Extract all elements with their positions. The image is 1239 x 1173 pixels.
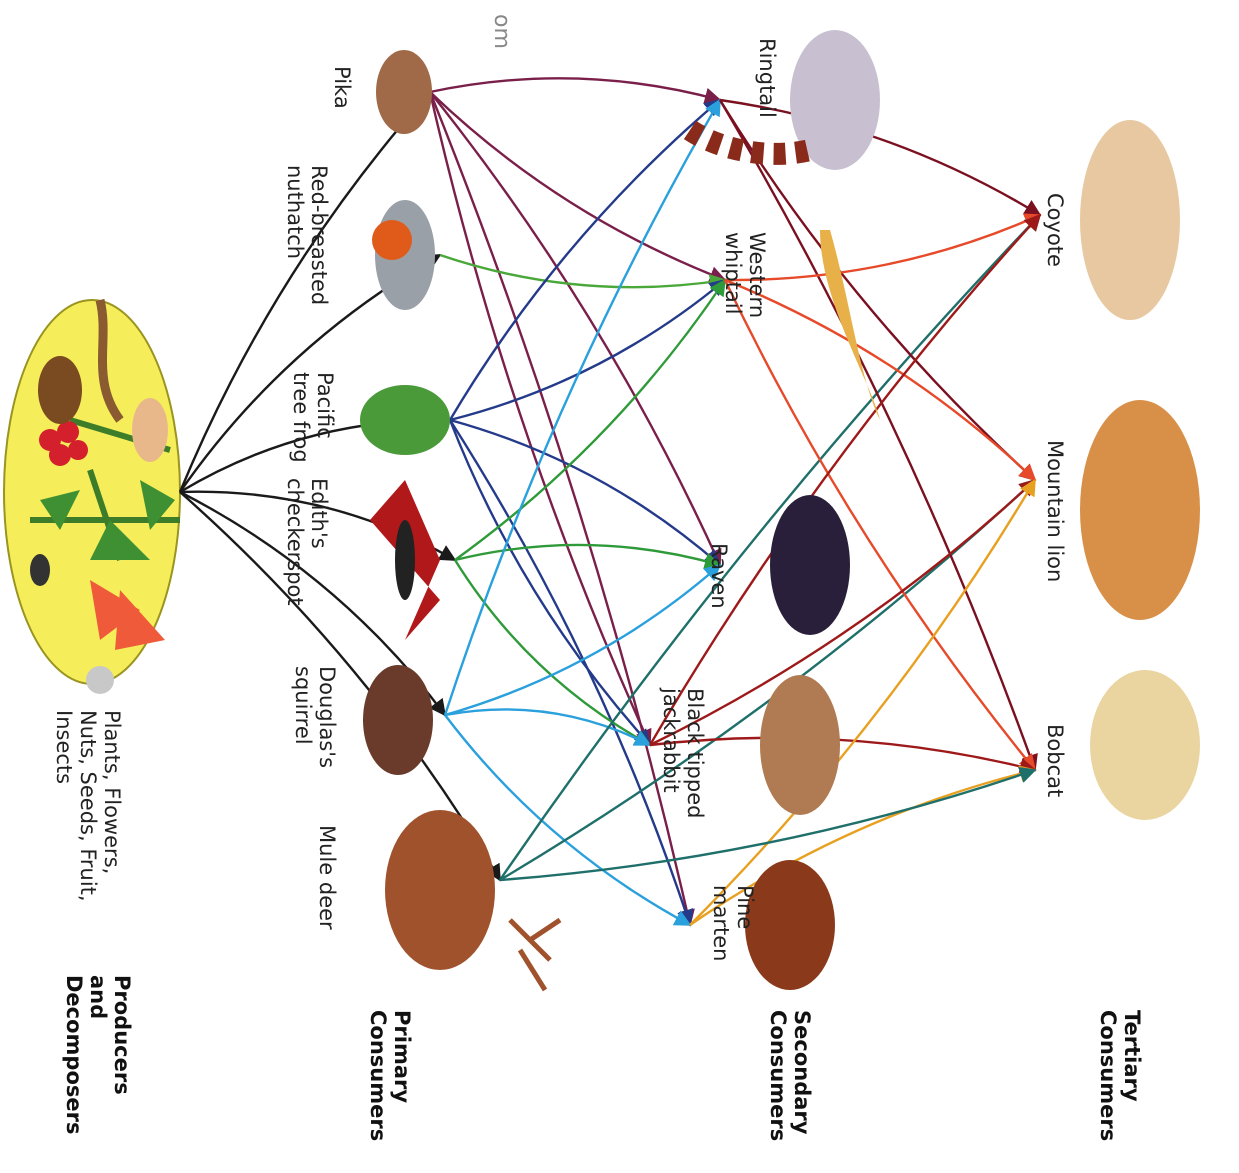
arrow-squirrel-to-ringtail [445, 100, 720, 715]
mountain-lion-illustration [1080, 400, 1200, 620]
frog-label: Pacific [313, 372, 337, 439]
checkerspot-label: Edith's [307, 478, 331, 549]
marten-label: Pine [733, 885, 757, 929]
jackrabbit-illustration [760, 675, 840, 815]
primary-header: Consumers [366, 1010, 390, 1141]
tertiary-header: Consumers [1096, 1010, 1120, 1141]
arrow-frog-to-raven [450, 420, 720, 565]
arrow-nuthatch-to-whiptail [440, 255, 725, 287]
primary-header: Primary [390, 1010, 414, 1103]
whiptail-illustration [820, 230, 880, 420]
arrow-deer-to-bobcat [500, 770, 1035, 880]
ringtail-label: Ringtail [755, 38, 779, 118]
producers-header: Producers [110, 975, 134, 1095]
coyote-label: Coyote [1043, 193, 1067, 267]
raven-label: Raven [707, 543, 731, 609]
squirrel-illustration [363, 665, 433, 775]
tertiary-header: Tertiary [1120, 1010, 1144, 1102]
raven-illustration [770, 495, 850, 635]
arrow-whiptail-to-coyote [725, 215, 1040, 280]
watermark-text: om [489, 14, 514, 49]
frog-label: tree frog [289, 372, 313, 463]
producers-label: Nuts, Seeds, Fruit, [76, 710, 100, 902]
bobcat-illustration [1090, 670, 1200, 820]
pika-label: Pika [330, 66, 354, 109]
coyote-illustration [1080, 120, 1180, 320]
squirrel-label: Douglas's [315, 666, 339, 768]
deer-label: Mule deer [315, 825, 339, 930]
producers-label: Insects [52, 710, 76, 784]
arrow-frog-to-whiptail [450, 280, 725, 420]
secondary-header: Consumers [766, 1010, 790, 1141]
marten-label: marten [709, 885, 733, 961]
nuthatch-label: nuthatch [283, 165, 307, 259]
bobcat-label: Bobcat [1043, 724, 1067, 797]
producers-header: and [86, 975, 110, 1019]
arrow-whiptail-to-lion [725, 280, 1035, 480]
arrow-checkerspot-to-whiptail [455, 280, 725, 560]
arrow-checkerspot-to-raven [455, 545, 720, 565]
producer-cluster [4, 300, 180, 694]
nuthatch-illustration [372, 200, 435, 310]
arrow-deer-to-lion [500, 480, 1035, 880]
checkerspot-label: checkerspot [283, 478, 307, 606]
producers-label: Plants, Flowers, [100, 710, 124, 874]
jackrabbit-label: jackrabbit [659, 687, 683, 793]
secondary-header: Secondary [790, 1010, 814, 1135]
checkerspot-illustration [370, 480, 440, 640]
lion-label: Mountain lion [1043, 440, 1067, 582]
squirrel-label: squirrel [291, 666, 315, 745]
arrow-pika-to-marten [430, 92, 690, 925]
whiptail-label: Western [745, 232, 769, 318]
arrow-pika-to-whiptail [430, 92, 725, 280]
arrow-pika-to-ringtail [430, 78, 720, 100]
pika-illustration [376, 50, 432, 134]
producers-header: Decomposers [62, 975, 86, 1135]
animal-illustrations [360, 30, 1200, 990]
marten-illustration [745, 860, 835, 990]
whiptail-label: whiptail [721, 232, 745, 314]
deer-illustration [385, 810, 560, 990]
jackrabbit-label: Black tipped [683, 688, 707, 818]
frog-illustration [360, 385, 450, 455]
nuthatch-label: Red-breasted [307, 165, 331, 305]
